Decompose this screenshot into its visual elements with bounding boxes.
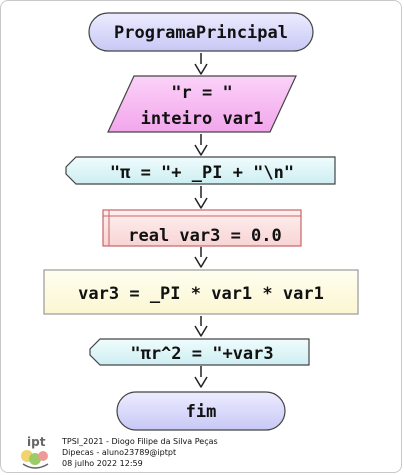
input-node[interactable]: "r = " inteiro var1	[107, 75, 297, 133]
output-pi-label: "π = "+ _PI + "\n"	[110, 163, 294, 183]
declaration-node[interactable]: real var3 = 0.0	[102, 209, 302, 247]
footer-date: 08 julho 2022 12:59	[62, 459, 143, 468]
start-label: ProgramaPrincipal	[114, 23, 288, 43]
connector-process-output2	[194, 316, 208, 337]
connector-start-input	[194, 53, 208, 75]
output-node-pi[interactable]: "π = "+ _PI + "\n"	[65, 156, 336, 185]
output-area-label: "πr^2 = "+var3	[130, 344, 273, 364]
connector-input-output1	[194, 134, 208, 156]
end-terminator[interactable]: fim	[116, 391, 286, 431]
footer-email: Dipecas - aluno23789@iptpt	[62, 448, 177, 457]
end-label: fim	[186, 402, 217, 422]
footer-info: TPSI_2021 - Diogo Filipe da Silva Peças …	[62, 436, 218, 469]
logo-text: ipt	[27, 435, 46, 449]
connector-declare-process	[194, 247, 208, 268]
connector-output1-declare	[194, 186, 208, 209]
process-label: var3 = _PI * var1 * var1	[78, 284, 324, 304]
start-terminator[interactable]: ProgramaPrincipal	[88, 12, 314, 52]
input-prompt-label: "r = "	[171, 83, 232, 103]
output-node-area[interactable]: "πr^2 = "+var3	[89, 338, 310, 366]
ipt-logo-icon: ipt	[21, 435, 49, 469]
declaration-label: real var3 = 0.0	[128, 226, 282, 246]
process-node[interactable]: var3 = _PI * var1 * var1	[43, 269, 359, 315]
footer-author: TPSI_2021 - Diogo Filipe da Silva Peças	[62, 437, 218, 446]
connector-output2-end	[194, 366, 208, 388]
input-variable-label: inteiro var1	[141, 109, 264, 129]
